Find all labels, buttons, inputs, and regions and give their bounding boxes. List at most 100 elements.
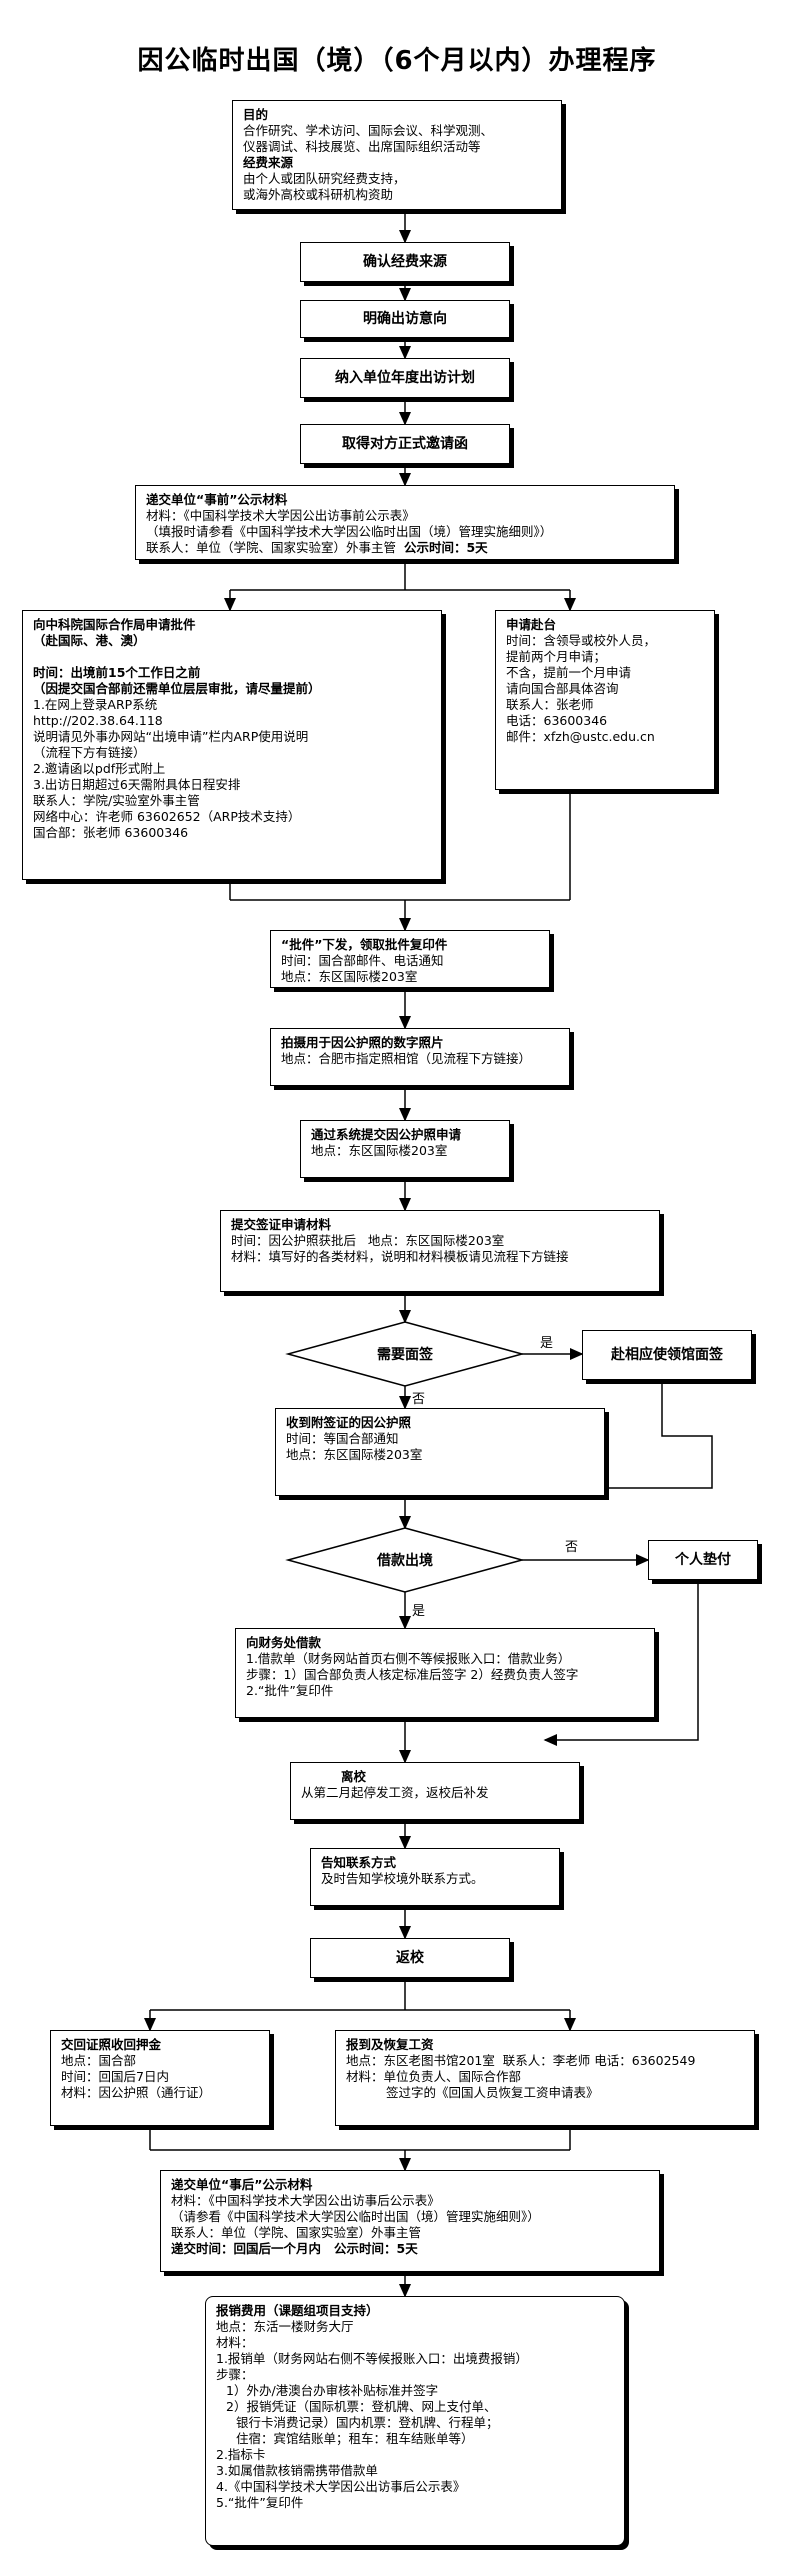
purpose-line: 合作研究、学术访问、国际会议、科学观测、 — [243, 123, 494, 138]
decision-loan-label: 借款出境 — [377, 1553, 433, 1569]
cas-time-note: （因提交国合部前还需单位层层审批，请尽量提前） — [33, 681, 321, 696]
decision-loan-diamond — [285, 1527, 525, 1593]
cas-line: 联系人：学院/实验室外事主管 — [33, 793, 200, 808]
label-no-loan: 否 — [565, 1540, 579, 1555]
cas-heading: 向中科院国际合作局申请批件 — [33, 617, 196, 632]
cas-line: 3.出访日期超过6天需附具体日程安排 — [33, 777, 241, 792]
leave-box: 离校 从第二月起停发工资，返校后补发 — [290, 1762, 580, 1820]
approval-box: “批件”下发，领取批件复印件 时间：国合部邮件、电话通知 地点：东区国际楼203… — [270, 930, 550, 988]
receive-passport-line: 时间：等国合部通知 — [286, 1431, 399, 1446]
post-notice-line: 材料：《中国科学技术大学因公出访事后公示表》 — [171, 2193, 440, 2208]
loan-line: 2.“批件”复印件 — [246, 1683, 334, 1698]
return-passport-box: 交回证照收回押金 地点：国合部 时间：回国后7日内 材料：因公护照（通行证） — [50, 2030, 270, 2126]
purpose-heading: 目的 — [243, 107, 269, 122]
approval-line: 时间：国合部邮件、电话通知 — [281, 953, 444, 968]
photo-box: 拍摄用于因公护照的数字照片 地点：合肥市指定照相馆（见流程下方链接） — [270, 1028, 570, 1086]
report-line: 材料：单位负责人、国际合作部 — [346, 2069, 522, 2084]
pre-notice-time: 公示时间：5天 — [403, 540, 488, 555]
visa-box: 提交签证申请材料 时间：因公护照获批后 地点：东区国际楼203室 材料：填写好的… — [220, 1210, 660, 1292]
loan-line: 步骤：1）国合部负责人核定标准后签字 2）经费负责人签字 — [246, 1667, 579, 1682]
label-yes-loan: 是 — [412, 1604, 426, 1619]
loan-box: 向财务处借款 1.借款单（财务网站首页右侧不等候报账入口：借款业务） 步骤：1）… — [235, 1628, 655, 1718]
report-heading: 报到及恢复工资 — [346, 2037, 434, 2052]
cas-line: 2.邀请函以pdf形式附上 — [33, 761, 166, 776]
receive-passport-line: 地点：东区国际楼203室 — [286, 1447, 423, 1462]
receive-passport-box: 收到附签证的因公护照 时间：等国合部通知 地点：东区国际楼203室 — [275, 1408, 605, 1496]
cas-line: （流程下方有链接） — [33, 745, 146, 760]
funding-line: 由个人或团队研究经费支持， — [243, 171, 406, 186]
taiwan-email[interactable]: 邮件：xfzh@ustc.edu.cn — [506, 729, 655, 744]
loan-line: 1.借款单（财务网站首页右侧不等候报账入口：借款业务） — [246, 1651, 571, 1666]
purpose-line: 仪器调试、科技展览、出席国际组织活动等 — [243, 139, 481, 154]
cas-line: 国合部：张老师 63600346 — [33, 825, 189, 840]
cas-heading: （赴国际、港、澳） — [33, 633, 146, 648]
cas-line: 1.在网上登录ARP系统 — [33, 697, 158, 712]
taiwan-box: 申请赴台 时间：含领导或校外人员， 提前两个月申请； 不含，提前一个月申请 请向… — [495, 610, 715, 790]
label-yes-interview: 是 — [540, 1336, 554, 1351]
reimburse-line: 银行卡消费记录）国内机票：登机牌、行程单； — [236, 2415, 499, 2430]
receive-passport-heading: 收到附签证的因公护照 — [286, 1415, 412, 1430]
cas-line: 说明请见外事办网站“出境申请”栏内ARP使用说明 — [33, 729, 309, 744]
report-line: 地点：东区老图书馆201室 联系人：李老师 电话：63602549 — [346, 2053, 696, 2068]
taiwan-line: 不含，提前一个月申请 — [506, 665, 632, 680]
report-line: 签过字的《回国人员恢复工资申请表》 — [386, 2085, 599, 2100]
photo-line: 地点：合肥市指定照相馆（见流程下方链接） — [281, 1051, 532, 1066]
pre-notice-line: 材料：《中国科学技术大学因公出访事前公示表》 — [146, 508, 415, 523]
post-notice-heading: 递交单位“事后”公示材料 — [171, 2177, 313, 2192]
label-no-interview: 否 — [412, 1392, 426, 1407]
step-define-intent: 明确出访意向 — [300, 300, 510, 338]
approval-heading: “批件”下发，领取批件复印件 — [281, 937, 448, 952]
reimburse-line: 2）报销凭证（国际机票：登机牌、网上支付单、 — [226, 2399, 497, 2414]
taiwan-line: 提前两个月申请； — [506, 649, 607, 664]
reimburse-line: 地点：东活一楼财务大厅 — [216, 2319, 354, 2334]
pre-notice-line: （填报时请参看《中国科学技术大学因公临时出国（境）管理实施细则》） — [146, 524, 553, 539]
contact-heading: 告知联系方式 — [321, 1855, 397, 1870]
purpose-box: 目的 合作研究、学术访问、国际会议、科学观测、 仪器调试、科技展览、出席国际组织… — [232, 100, 562, 210]
self-pay-box: 个人垫付 — [648, 1540, 758, 1580]
reimburse-line: 1.报销单（财务网站右侧不等候报账入口：出境费报销） — [216, 2351, 528, 2366]
pre-notice-box: 递交单位“事前”公示材料 材料：《中国科学技术大学因公出访事前公示表》 （填报时… — [135, 485, 675, 560]
cas-approval-box: 向中科院国际合作局申请批件 （赴国际、港、澳） 时间：出境前15个工作日之前 （… — [22, 610, 442, 880]
decision-interview-label: 需要面签 — [377, 1347, 433, 1363]
leave-heading: 离校 — [341, 1769, 367, 1784]
passport-box: 通过系统提交因公护照申请 地点：东区国际楼203室 — [300, 1120, 510, 1178]
arrow-embassy-back — [608, 1380, 713, 1489]
reimburse-line: 2.指标卡 — [216, 2447, 266, 2462]
report-box: 报到及恢复工资 地点：东区老图书馆201室 联系人：李老师 电话：6360254… — [335, 2030, 755, 2126]
embassy-box: 赴相应使领馆面签 — [582, 1330, 752, 1380]
reimburse-line: 住宿：宾馆结账单；租车：租车结账单等） — [236, 2431, 474, 2446]
reimburse-line: 1）外办/港澳台办审核补贴标准并签字 — [226, 2383, 439, 2398]
visa-line: 材料：填写好的各类材料，说明和材料模板请见流程下方链接 — [231, 1249, 569, 1264]
reimburse-line: 步骤： — [216, 2367, 254, 2382]
post-notice-line: 联系人：单位（学院、国家实验室）外事主管 — [171, 2225, 422, 2240]
pre-notice-heading: 递交单位“事前”公示材料 — [146, 492, 288, 507]
reimburse-heading: 报销费用（课题组项目支持） — [216, 2303, 379, 2318]
reimburse-line: 材料： — [216, 2335, 254, 2350]
return-passport-line: 材料：因公护照（通行证） — [61, 2085, 212, 2100]
leave-line: 从第二月起停发工资，返校后补发 — [301, 1785, 489, 1800]
taiwan-line: 电话：63600346 — [506, 713, 608, 728]
return-passport-line: 地点：国合部 — [61, 2053, 137, 2068]
loan-heading: 向财务处借款 — [246, 1635, 322, 1650]
reimburse-line: 5.“批件”复印件 — [216, 2495, 304, 2510]
funding-line: 或海外高校或科研机构资助 — [243, 187, 394, 202]
taiwan-line: 时间：含领导或校外人员， — [506, 633, 657, 648]
page-title: 因公临时出国（境）（6个月以内）办理程序 — [137, 46, 657, 76]
cas-link[interactable]: http://202.38.64.118 — [33, 713, 163, 728]
funding-heading: 经费来源 — [243, 155, 294, 170]
approval-line: 地点：东区国际楼203室 — [281, 969, 418, 984]
cas-time: 时间：出境前15个工作日之前 — [33, 665, 201, 680]
pre-notice-contact: 联系人：单位（学院、国家实验室）外事主管 — [146, 540, 397, 555]
post-notice-time: 递交时间：回国后一个月内 公示时间：5天 — [171, 2241, 418, 2256]
contact-line: 及时告知学校境外联系方式。 — [321, 1871, 484, 1886]
step-return: 返校 — [310, 1938, 510, 1978]
decision-interview-diamond — [285, 1321, 525, 1387]
step-plan: 纳入单位年度出访计划 — [300, 358, 510, 398]
return-passport-line: 时间：回国后7日内 — [61, 2069, 169, 2084]
post-notice-line: （请参看《中国科学技术大学因公临时出国（境）管理实施细则》） — [171, 2209, 540, 2224]
pre-notice-line: 联系人：单位（学院、国家实验室）外事主管 公示时间：5天 — [146, 540, 664, 556]
post-notice-box: 递交单位“事后”公示材料 材料：《中国科学技术大学因公出访事后公示表》 （请参看… — [160, 2170, 660, 2272]
cas-line: 网络中心：许老师 63602652（ARP技术支持） — [33, 809, 301, 824]
reimburse-box: 报销费用（课题组项目支持） 地点：东活一楼财务大厅 材料： 1.报销单（财务网站… — [205, 2296, 625, 2546]
